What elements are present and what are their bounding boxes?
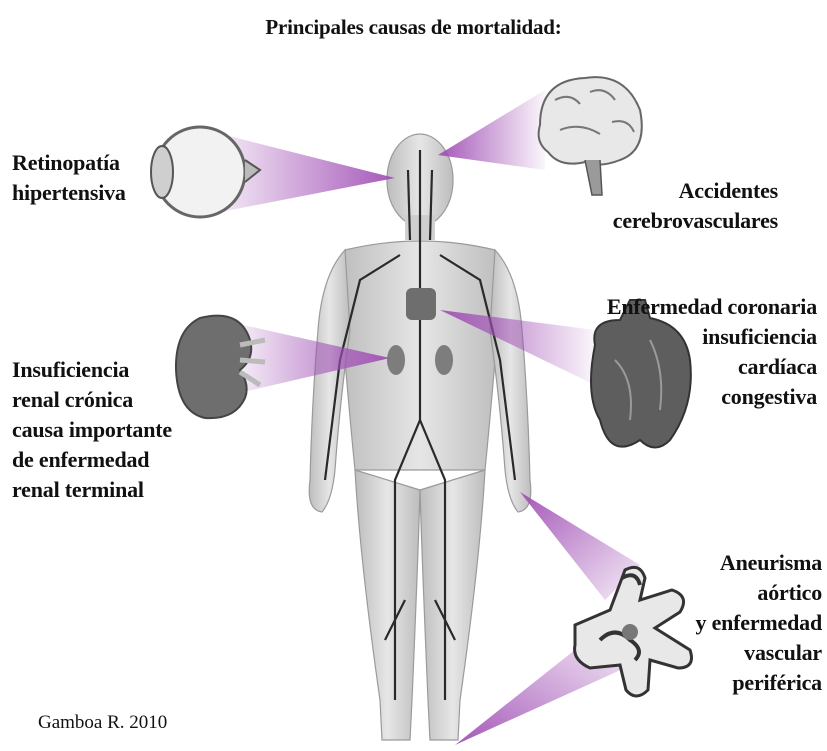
label-aneurisma: Aneurisma aórtico y enfermedad vascular … xyxy=(640,548,822,698)
label-line: cardíaca xyxy=(545,352,817,382)
human-body-figure xyxy=(309,134,531,740)
label-line: hipertensiva xyxy=(12,178,126,208)
label-line: aórtico xyxy=(640,578,822,608)
label-line: insuficiencia xyxy=(545,322,817,352)
body-left-kidney-icon xyxy=(387,345,405,375)
body-right-kidney-icon xyxy=(435,345,453,375)
label-enfermedad-coronaria: Enfermedad coronaria insuficiencia cardí… xyxy=(545,292,817,412)
label-line: vascular xyxy=(640,638,822,668)
label-line: congestiva xyxy=(545,382,817,412)
body-heart-icon xyxy=(406,288,436,320)
label-line: de enfermedad xyxy=(12,445,172,475)
label-accidentes: Accidentes cerebrovasculares xyxy=(560,176,778,236)
label-line: renal crónica xyxy=(12,385,172,415)
label-line: y enfermedad xyxy=(640,608,822,638)
label-line: causa importante xyxy=(12,415,172,445)
label-line: Enfermedad coronaria xyxy=(545,292,817,322)
label-line: renal terminal xyxy=(12,475,172,505)
diagram-title: Principales causas de mortalidad: xyxy=(0,12,827,42)
label-retinopatia: Retinopatía hipertensiva xyxy=(12,148,126,208)
label-line: Insuficiencia xyxy=(12,355,172,385)
label-line: periférica xyxy=(640,668,822,698)
label-line: Aneurisma xyxy=(640,548,822,578)
label-line: Retinopatía xyxy=(12,148,126,178)
label-line: cerebrovasculares xyxy=(560,206,778,236)
credit-text: Gamboa R. 2010 xyxy=(38,712,167,734)
brain-ray xyxy=(438,90,545,170)
label-insuficiencia-renal: Insuficiencia renal crónica causa import… xyxy=(12,355,172,505)
label-line: Accidentes xyxy=(560,176,778,206)
